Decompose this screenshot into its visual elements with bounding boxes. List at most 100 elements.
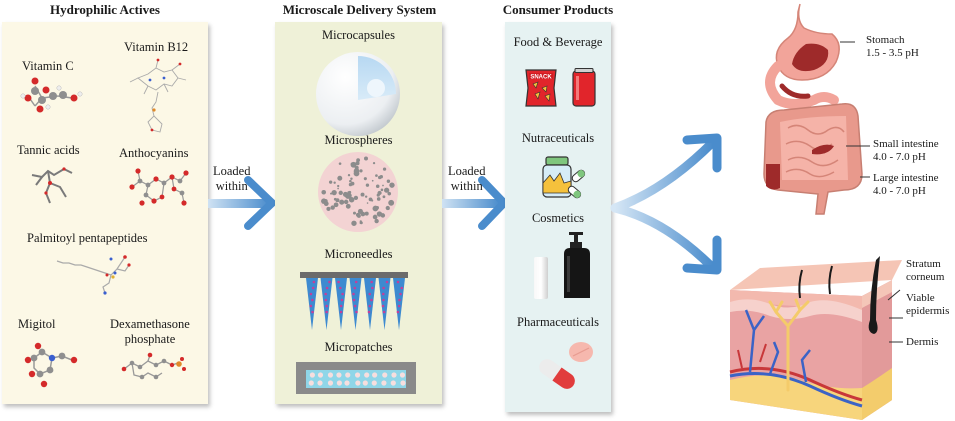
migitol-molecule-icon [24, 342, 78, 388]
microneedle-payload-dot [311, 298, 314, 302]
micropatch-particle [355, 380, 361, 386]
microsphere-particle [386, 179, 391, 183]
microsphere-particle [375, 206, 379, 210]
microsphere-particle [356, 158, 361, 163]
active-dexamethasone-line2: phosphate [124, 332, 176, 346]
arrow-1-label-line2: within [215, 179, 248, 193]
microsphere-particle [337, 184, 340, 188]
actives-panel [2, 22, 208, 404]
microneedle-payload-dot [399, 292, 402, 296]
product-nutraceuticals-label: Nutraceuticals [521, 131, 595, 145]
delivery-microspheres-label: Microspheres [324, 133, 393, 147]
microneedle-payload-dot [368, 292, 372, 296]
microsphere-particle [364, 195, 368, 198]
microsphere-particle [371, 199, 374, 202]
microsphere-particle [388, 199, 395, 206]
stomach-name: Stomach [866, 34, 905, 46]
microneedle-payload-dot [397, 304, 401, 308]
viable-epidermis-line1: Viable [906, 292, 935, 304]
microneedle-payload-dot [309, 304, 313, 308]
active-vitamin-c-label: Vitamin C [22, 59, 74, 73]
microneedle-payload-dot [396, 280, 400, 284]
stomach-ph: 1.5 - 3.5 pH [866, 47, 919, 59]
stratum-corneum-line2: corneum [906, 271, 945, 283]
snack-bag-icon: SNACK [525, 69, 557, 107]
viable-epidermis-line2: epidermis [906, 305, 950, 317]
small-intestine-label: Small intestine 4.0 - 7.0 pH [873, 138, 939, 164]
product-pharmaceuticals-label: Pharmaceuticals [517, 315, 599, 329]
microneedle-payload-dot [354, 280, 358, 284]
microsphere-particle [350, 161, 357, 168]
micropatch-particle [391, 372, 397, 378]
microsphere-particle [357, 208, 363, 214]
microneedle-payload-dot [396, 310, 400, 314]
product-cosmetics-label: Cosmetics [531, 211, 585, 225]
microsphere-particle [343, 199, 349, 205]
microsphere-particle [338, 190, 343, 196]
micropatch-particle [308, 380, 314, 386]
microneedle-payload-dot [324, 292, 327, 296]
microneedle-payload-dot [382, 298, 385, 302]
microsphere-particle [386, 189, 389, 192]
micropatch-particle [317, 380, 323, 386]
micropatch-particle [399, 372, 406, 378]
microsphere-particle [371, 179, 374, 182]
micropatch-icon [296, 362, 416, 394]
microneedle-payload-dot [325, 286, 329, 290]
microsphere-particle [372, 161, 376, 165]
microsphere-particle [347, 174, 351, 177]
microsphere-particle [328, 180, 333, 184]
loaded-arrow-2 [442, 176, 508, 230]
microneedle-payload-dot [370, 298, 373, 302]
stomach-label: Stomach 1.5 - 3.5 pH [866, 34, 919, 60]
microsphere-particle [382, 184, 384, 187]
microsphere-particle [359, 169, 363, 173]
actives-heading: Hydrophilic Actives [50, 2, 160, 17]
gi-pointer-lines [840, 41, 870, 178]
dermis-label: Dermis [906, 336, 939, 348]
microneedle [393, 278, 405, 330]
gi-tract-illustration [763, 3, 863, 215]
microsphere-particle [374, 218, 379, 224]
microsphere-particle [330, 205, 335, 210]
micropatch-particle [371, 380, 377, 386]
microsphere-particle [360, 192, 365, 197]
microneedle [349, 278, 362, 330]
anthocyanin-molecule-icon [129, 168, 189, 206]
microsphere-particle [348, 182, 353, 187]
microsphere-particle [372, 214, 378, 220]
microsphere-icon [318, 152, 398, 232]
micropatch-particle [336, 372, 342, 378]
arrow-2-label: Loaded within [448, 164, 485, 194]
microneedle-payload-dot [311, 310, 314, 314]
microsphere-particle [349, 179, 352, 183]
tannic-acid-molecule-icon [31, 167, 73, 204]
microneedle [306, 278, 318, 330]
vitamin-b12-molecule-icon [129, 58, 187, 133]
microsphere-particle [382, 167, 387, 171]
microneedle-payload-dot [382, 310, 386, 314]
micropatch-particle [344, 380, 350, 386]
large-intestine-label: Large intestine 4.0 - 7.0 pH [873, 172, 938, 198]
micropatch-particle [327, 372, 334, 378]
microsphere-particle [345, 192, 352, 199]
microsphere-particle [350, 177, 353, 180]
microneedle [364, 278, 376, 330]
micropatch-particle [336, 380, 342, 386]
microneedle [320, 278, 333, 330]
microsphere-particle [338, 162, 342, 165]
small-intestine-name: Small intestine [873, 138, 939, 150]
microsphere-particle [380, 188, 384, 192]
microneedle-payload-dot [341, 292, 344, 296]
micropatch-particle [400, 380, 406, 386]
active-palmitoyl-label: Palmitoyl pentapeptides [27, 231, 148, 245]
microneedle-payload-dot [367, 310, 371, 314]
microsphere-particle [355, 212, 360, 217]
microsphere-particle [376, 197, 381, 201]
microneedle-payload-dot [339, 310, 343, 314]
microneedle-payload-dot [385, 280, 389, 284]
active-dexamethasone-label: Dexamethasone phosphate [110, 317, 190, 347]
microsphere-particle [337, 187, 339, 190]
microneedle-payload-dot [339, 286, 342, 290]
skin-cross-section-illustration [729, 256, 902, 420]
